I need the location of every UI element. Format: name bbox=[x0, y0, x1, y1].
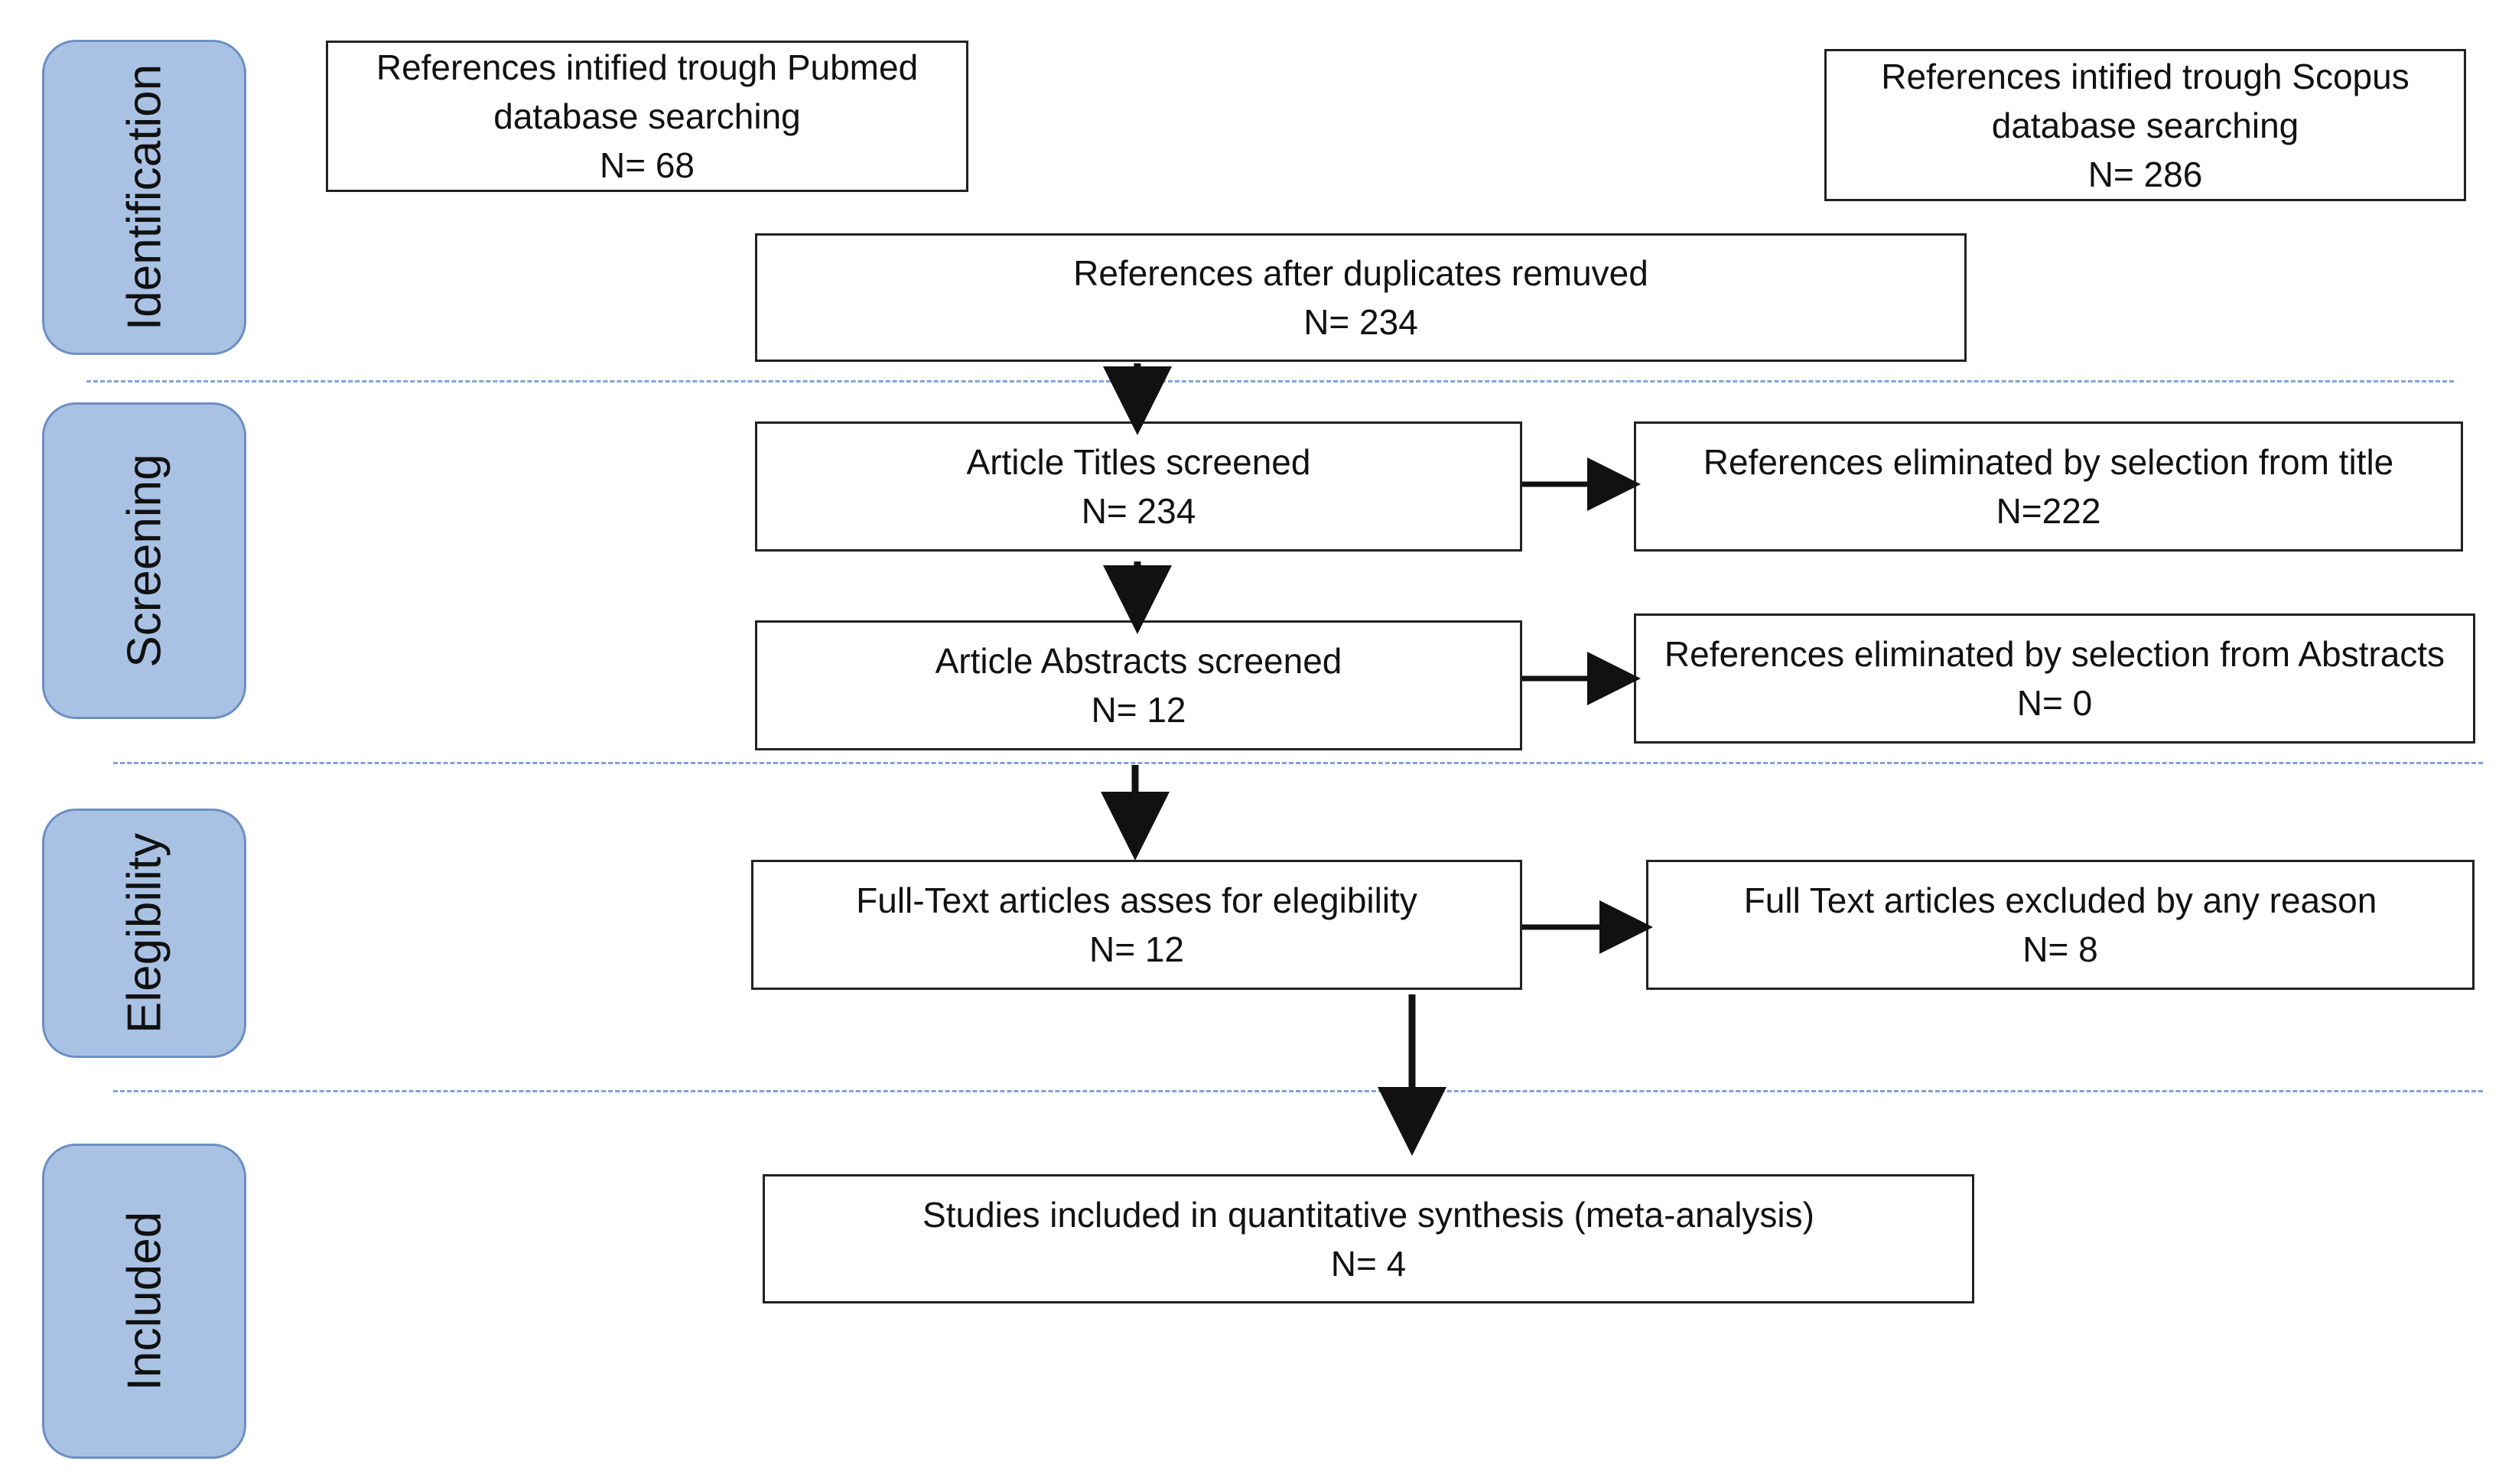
box-fulltext-excluded: Full Text articles excluded by any reaso… bbox=[1646, 860, 2475, 990]
phase-eligibility: Elegibility bbox=[42, 809, 246, 1058]
box-fulltext-assessed-count: N= 12 bbox=[1088, 929, 1185, 969]
box-scopus-records: References intified trough Scopus databa… bbox=[1824, 49, 2466, 201]
box-after-duplicates-label: References after duplicates remuved bbox=[1073, 253, 1648, 293]
box-after-duplicates-count: N= 234 bbox=[1303, 302, 1418, 342]
box-scopus-line1: References intified trough Scopus bbox=[1881, 56, 2410, 96]
box-fulltext-excluded-count: N= 8 bbox=[2022, 929, 2098, 969]
box-titles-excluded-label: References eliminated by selection from … bbox=[1703, 442, 2394, 482]
box-titles-screened: Article Titles screened N= 234 bbox=[755, 421, 1522, 552]
divider-screening-eligibility bbox=[113, 762, 2483, 764]
box-studies-included-count: N= 4 bbox=[1330, 1243, 1407, 1284]
divider-eligibility-included bbox=[113, 1090, 2483, 1092]
box-pubmed-records: References intified trough Pubmed databa… bbox=[326, 41, 968, 192]
box-titles-screened-label: Article Titles screened bbox=[966, 442, 1311, 482]
box-scopus-line2: database searching bbox=[1991, 105, 2299, 145]
box-titles-excluded: References eliminated by selection from … bbox=[1634, 421, 2463, 552]
box-abstracts-excluded-label: References eliminated by selection from … bbox=[1664, 634, 2445, 674]
divider-identification-screening bbox=[86, 380, 2454, 382]
box-titles-screened-count: N= 234 bbox=[1081, 491, 1196, 531]
box-abstracts-screened-count: N= 12 bbox=[1091, 690, 1186, 730]
box-abstracts-excluded: References eliminated by selection from … bbox=[1634, 613, 2475, 744]
box-abstracts-screened: Article Abstracts screened N= 12 bbox=[755, 620, 1522, 750]
box-studies-included: Studies included in quantitative synthes… bbox=[763, 1174, 1974, 1303]
phase-identification: Identification bbox=[42, 40, 246, 355]
box-studies-included-label: Studies included in quantitative synthes… bbox=[922, 1194, 1814, 1235]
phase-screening: Screening bbox=[42, 402, 246, 719]
box-titles-excluded-count: N=222 bbox=[1996, 491, 2101, 531]
box-pubmed-line1: References intified trough Pubmed bbox=[376, 47, 919, 87]
box-abstracts-excluded-count: N= 0 bbox=[2016, 683, 2093, 723]
box-fulltext-assessed: Full-Text articles asses for elegibility… bbox=[751, 860, 1522, 990]
box-pubmed-count: N= 68 bbox=[599, 145, 695, 185]
box-scopus-count: N= 286 bbox=[2087, 154, 2203, 194]
box-after-duplicates: References after duplicates remuved N= 2… bbox=[755, 233, 1967, 362]
box-fulltext-excluded-label: Full Text articles excluded by any reaso… bbox=[1743, 880, 2377, 920]
box-fulltext-assessed-label: Full-Text articles asses for elegibility bbox=[856, 880, 1417, 920]
box-abstracts-screened-label: Article Abstracts screened bbox=[935, 641, 1342, 681]
phase-included: Included bbox=[42, 1144, 246, 1459]
box-pubmed-line2: database searching bbox=[493, 96, 801, 136]
